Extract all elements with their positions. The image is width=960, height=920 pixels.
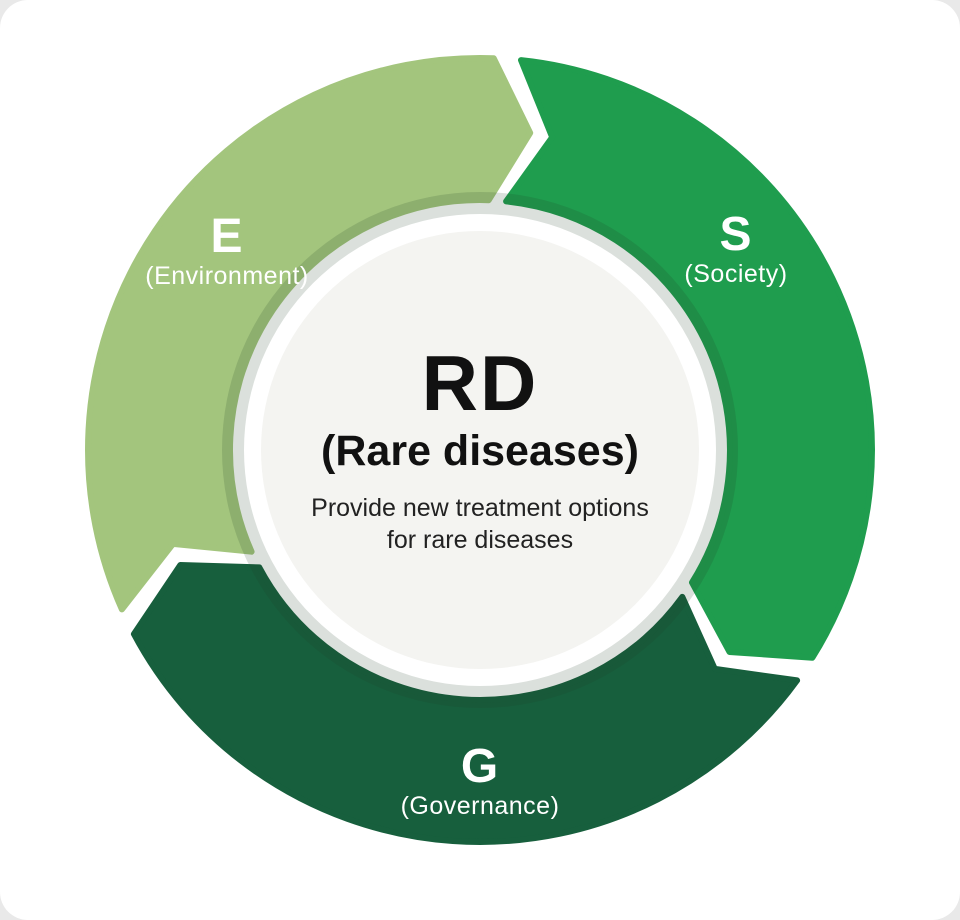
environment-label: (Environment) [145, 262, 309, 290]
segment-governance-arc [130, 562, 801, 845]
center-circle [261, 231, 699, 669]
environment-letter: E [210, 210, 243, 263]
society-label: (Society) [684, 260, 787, 288]
segment-society-arc [503, 57, 875, 661]
center-title: RD [422, 339, 539, 427]
center-description-line1: Provide new treatment options [311, 494, 649, 522]
society-letter: S [719, 208, 752, 261]
segment-environment-arc [85, 54, 534, 613]
center-description-line2: for rare diseases [387, 526, 573, 554]
governance-letter: G [461, 740, 499, 793]
center-subtitle: (Rare diseases) [321, 427, 639, 475]
governance-label: (Governance) [401, 792, 560, 820]
